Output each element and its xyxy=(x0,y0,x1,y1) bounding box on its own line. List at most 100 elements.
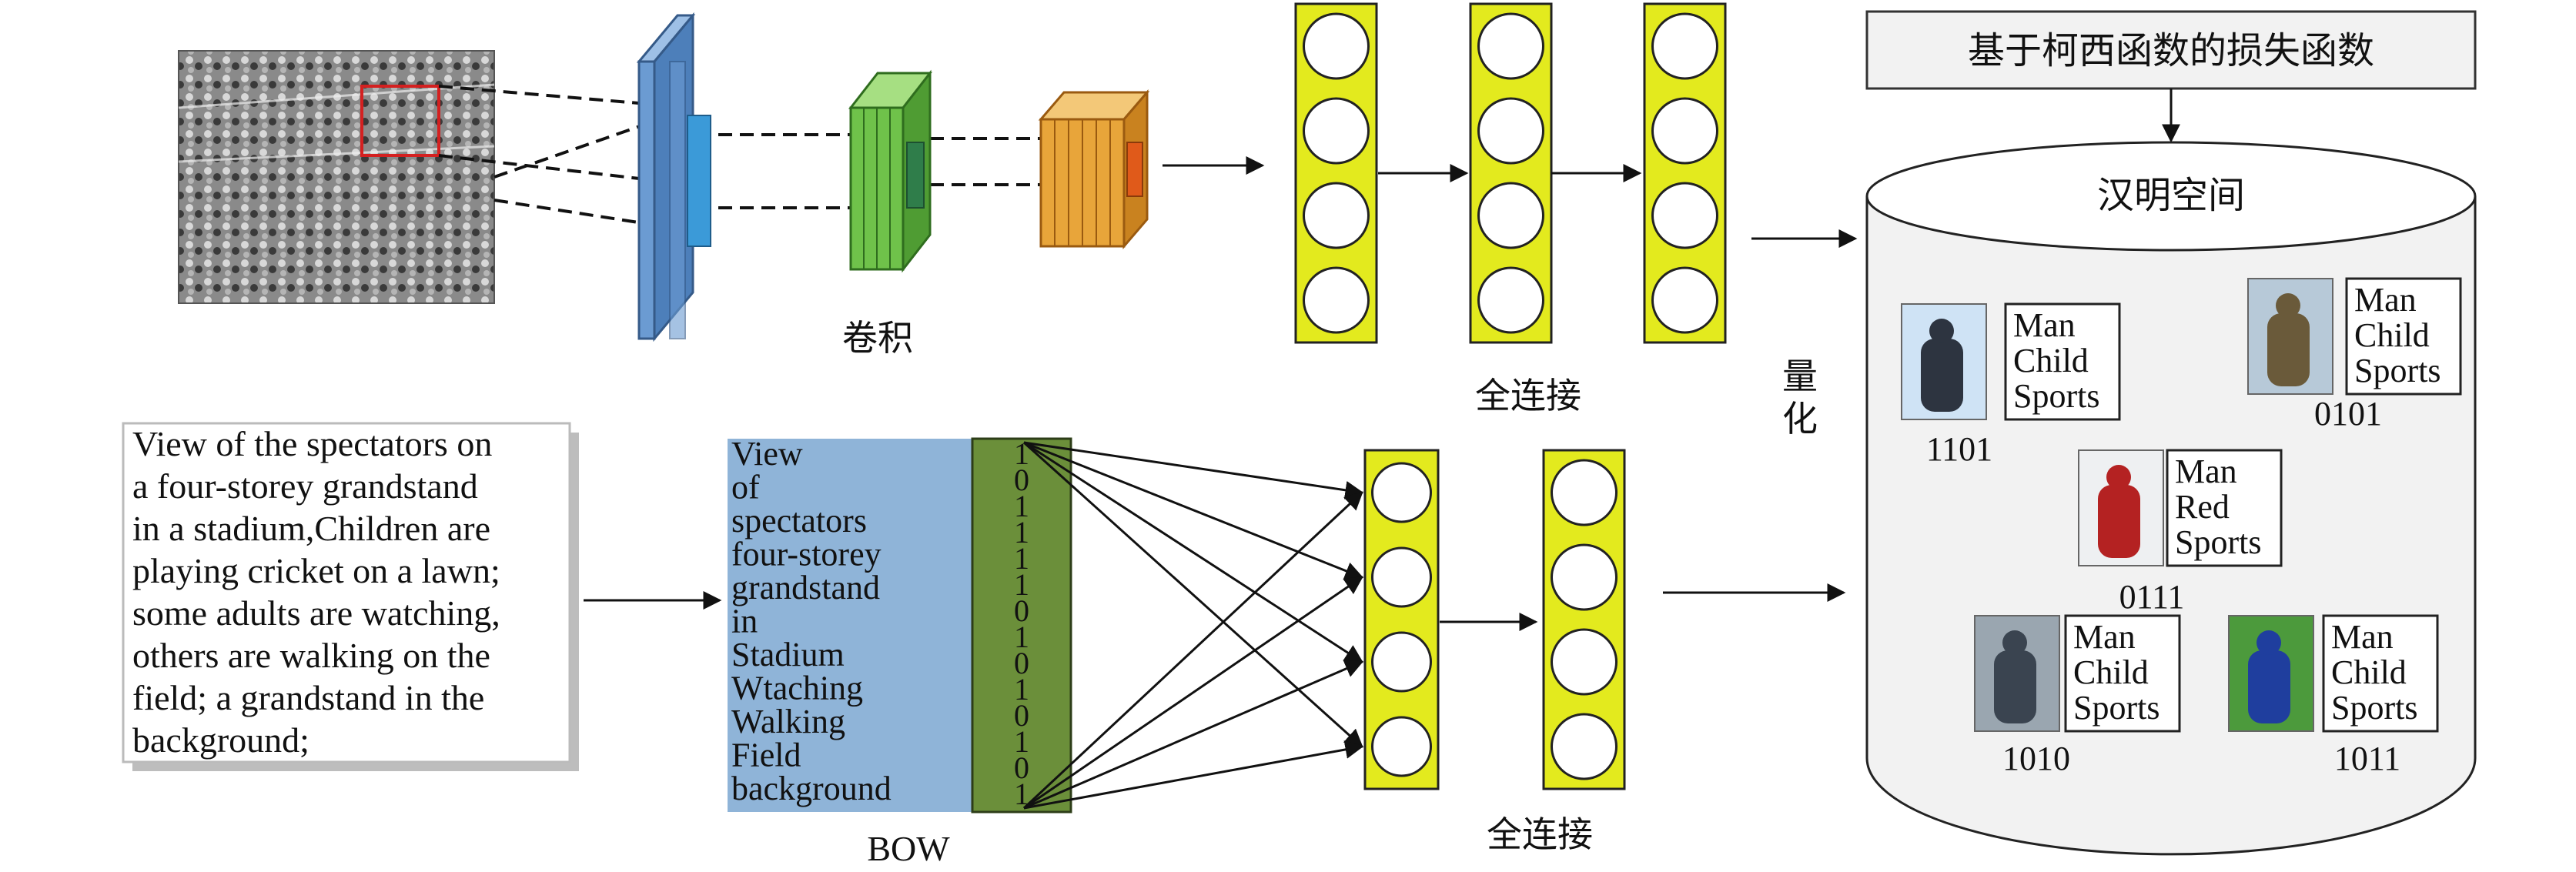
conv-layer-3 xyxy=(1038,89,1150,250)
bow-word: View xyxy=(731,435,803,473)
hash-code: 1101 xyxy=(1926,430,1992,468)
neuron-node xyxy=(1551,713,1618,780)
tag-text: Child xyxy=(2073,653,2149,691)
bow-bit: 1 xyxy=(1014,777,1029,811)
focus-region-box xyxy=(360,85,440,157)
caption-line: in a stadium,Children are xyxy=(132,509,490,548)
bow-bit: 0 xyxy=(1014,593,1029,628)
bow-panel: Viewofspectatorsfour-storeygrandstandinS… xyxy=(728,435,972,812)
player-thumb xyxy=(2228,615,2314,732)
quantize-label-2: 化 xyxy=(1782,399,1818,439)
bow-bit: 1 xyxy=(1014,541,1029,576)
fc-top-column-3 xyxy=(1643,2,1727,344)
tag-text: Red xyxy=(2175,488,2230,526)
quantize-label-1: 量 xyxy=(1782,357,1818,396)
caption-box: View of the spectators ona four-storey g… xyxy=(122,422,579,771)
tag-text: Sports xyxy=(2073,689,2159,727)
tag-box xyxy=(2166,449,2283,567)
fc-top-label: 全连接 xyxy=(1475,376,1581,416)
neuron-node xyxy=(1371,462,1432,523)
neuron-node xyxy=(1477,266,1544,334)
tag-text: Sports xyxy=(2175,523,2261,561)
caption-line: playing cricket on a lawn; xyxy=(132,551,500,590)
crowd-thumb xyxy=(1974,615,2060,732)
fc-bottom-layers xyxy=(1363,449,1626,790)
bow-bit: 0 xyxy=(1014,646,1029,680)
caption-line: View of the spectators on xyxy=(132,424,492,463)
bow-word: of xyxy=(731,469,760,506)
tag-text: Man xyxy=(2013,306,2076,344)
bow-word: background xyxy=(731,770,892,807)
retrieval-results: ManChildSports1101ManChildSports0101ManR… xyxy=(1901,277,2462,777)
bow-bit: 1 xyxy=(1014,620,1029,654)
neuron-node xyxy=(1371,631,1432,693)
caption-line: background; xyxy=(132,720,309,760)
hash-code: 1010 xyxy=(2002,740,2070,777)
bow-label: BOW xyxy=(867,829,950,868)
tag-text: Child xyxy=(2013,342,2089,379)
bow-to-fc-connections xyxy=(1022,441,1364,810)
receptive-field-lines xyxy=(438,85,1124,232)
neuron-node xyxy=(1303,266,1370,334)
caption-line: some adults are watching, xyxy=(132,593,500,633)
bow-word: Wtaching xyxy=(731,670,863,707)
bow-word: Walking xyxy=(731,703,845,740)
neuron-node xyxy=(1303,182,1370,249)
neuron-node xyxy=(1551,459,1618,526)
hash-code: 0111 xyxy=(2119,578,2185,616)
fc-bottom-label: 全连接 xyxy=(1487,815,1593,854)
conv-label: 卷积 xyxy=(842,319,913,358)
tag-box xyxy=(2345,277,2462,396)
tag-text: Sports xyxy=(2331,689,2417,727)
hockey-thumb xyxy=(2078,449,2164,566)
neuron-node xyxy=(1477,97,1544,165)
bow-bit: 1 xyxy=(1014,672,1029,707)
input-photo xyxy=(178,50,495,304)
neuron-node xyxy=(1477,12,1544,80)
bow-bit: 1 xyxy=(1014,724,1029,759)
bow-bit: 1 xyxy=(1014,567,1029,602)
conv-layer-2 xyxy=(848,69,933,273)
bow-bit: 0 xyxy=(1014,463,1029,497)
statue-thumb xyxy=(1901,303,1987,420)
fc-bottom-column-2 xyxy=(1542,449,1626,790)
tag-box xyxy=(2322,614,2439,733)
hash-code: 0101 xyxy=(2314,395,2382,433)
hamming-label: 汉明空间 xyxy=(2097,175,2245,216)
bow-word: grandstand xyxy=(731,569,880,606)
fc-top-column-2 xyxy=(1469,2,1553,344)
loss-label: 基于柯西函数的损失函数 xyxy=(1968,31,2374,72)
neuron-node xyxy=(1551,543,1618,611)
fc-top-column-1 xyxy=(1294,2,1378,344)
bow-bit: 0 xyxy=(1014,698,1029,733)
neuron-node xyxy=(1651,12,1718,80)
tag-box xyxy=(2004,302,2121,421)
tag-text: Man xyxy=(2331,618,2394,656)
tag-text: Sports xyxy=(2354,352,2441,389)
bow-bit: 1 xyxy=(1014,515,1029,550)
neuron-node xyxy=(1651,266,1718,334)
fc-bottom-column-1 xyxy=(1363,449,1440,790)
neuron-node xyxy=(1477,182,1544,249)
tag-text: Child xyxy=(2331,653,2407,691)
neuron-node xyxy=(1651,182,1718,249)
loss-box: 基于柯西函数的损失函数 xyxy=(1865,10,2477,90)
bow-word: four-storey xyxy=(731,536,882,573)
caption-line: field; a grandstand in the xyxy=(132,678,484,717)
bow-word: Stadium xyxy=(731,636,845,673)
bow-word: spectators xyxy=(731,502,867,540)
neuron-node xyxy=(1303,97,1370,165)
fc-top-layers xyxy=(1294,2,1727,344)
tag-box xyxy=(2064,614,2181,733)
bow-bit: 0 xyxy=(1014,750,1029,785)
tag-text: Sports xyxy=(2013,377,2099,415)
hash-code: 1011 xyxy=(2334,740,2400,777)
neuron-node xyxy=(1371,716,1432,777)
